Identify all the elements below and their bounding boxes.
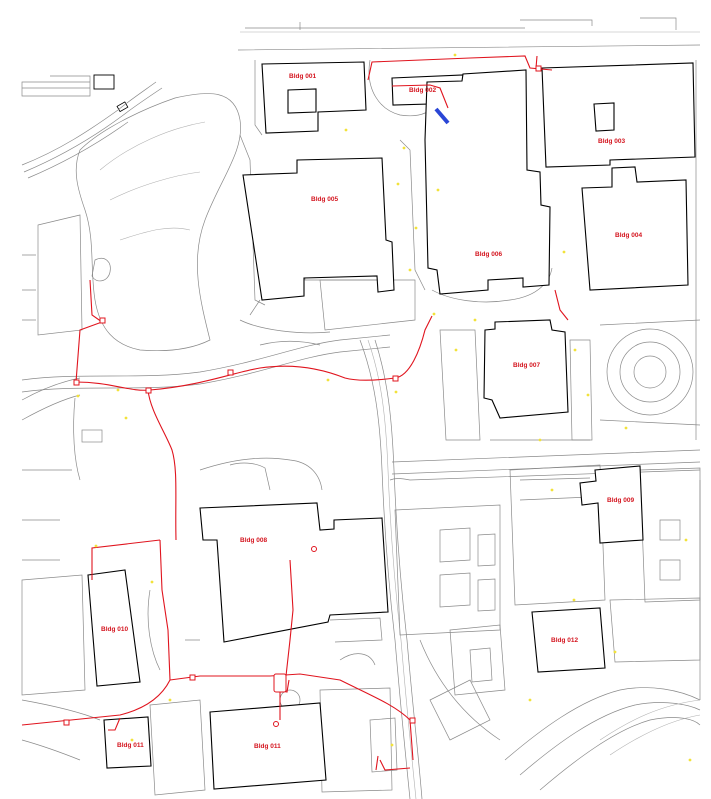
label-bldg-010: Bldg 010 [101,626,128,633]
utility-nodes [63,65,542,727]
building-007[interactable] [483,319,569,419]
label-bldg-004: Bldg 004 [615,232,642,239]
building-labels: Bldg 001 Bldg 002 Bldg 003 Bldg 004 Bldg… [101,73,642,750]
building-005[interactable] [242,157,395,301]
building-008[interactable] [199,502,389,643]
building-004[interactable] [581,166,689,291]
building-009[interactable] [579,465,644,544]
building-006[interactable] [424,69,551,295]
highlighted-segment [434,107,450,125]
label-bldg-003: Bldg 003 [598,138,625,145]
building-010[interactable] [87,569,141,687]
building-012[interactable] [531,607,606,673]
label-bldg-009: Bldg 009 [607,497,634,504]
label-bldg-007: Bldg 007 [513,362,540,369]
marker-points [76,53,692,762]
label-bldg-006: Bldg 006 [475,251,502,258]
building-001[interactable] [261,61,367,134]
building-011-large[interactable] [209,702,327,790]
label-bldg-001: Bldg 001 [289,73,316,80]
label-bldg-002: Bldg 002 [409,87,436,94]
building-003[interactable] [541,62,696,168]
label-bldg-011-small: Bldg 011 [117,742,144,749]
buildings-layer [87,61,696,790]
label-bldg-005: Bldg 005 [311,196,338,203]
label-bldg-012: Bldg 012 [551,637,578,644]
building-011-small[interactable] [103,716,152,769]
label-bldg-008: Bldg 008 [240,537,267,544]
label-bldg-011-large: Bldg 011 [254,743,281,750]
